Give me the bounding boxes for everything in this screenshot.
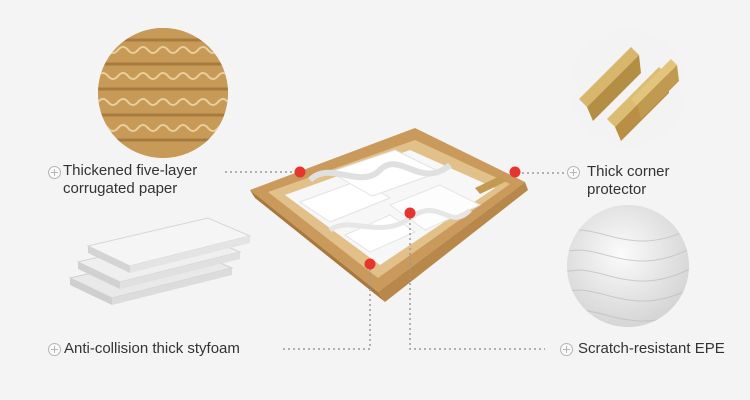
styfoam-label: Anti-collision thick styfoam — [64, 340, 240, 357]
corner-label-line1: Thick corner — [587, 163, 670, 180]
corrugated-label: Thickened five-layer corrugated paper — [63, 162, 197, 198]
corrugated-label-line1: Thickened five-layer — [63, 162, 198, 179]
marker-dot-icon — [509, 166, 521, 178]
plus-circle-icon — [48, 166, 61, 179]
plus-circle-icon — [560, 343, 573, 356]
marker-dot-icon — [294, 166, 306, 178]
corner-label: Thick corner protector — [587, 163, 670, 199]
epe-label: Scratch-resistant EPE — [578, 340, 725, 357]
plus-circle-icon — [567, 166, 580, 179]
marker-dot-icon — [364, 258, 376, 270]
epe-foam-image — [567, 205, 689, 327]
plus-circle-icon — [48, 343, 61, 356]
marker-dot-icon — [404, 207, 416, 219]
corrugated-paper-image — [98, 28, 228, 158]
corner-protector-image — [569, 29, 687, 147]
corrugated-label-line2: corrugated paper — [63, 180, 178, 197]
corner-label-line2: protector — [587, 181, 647, 198]
